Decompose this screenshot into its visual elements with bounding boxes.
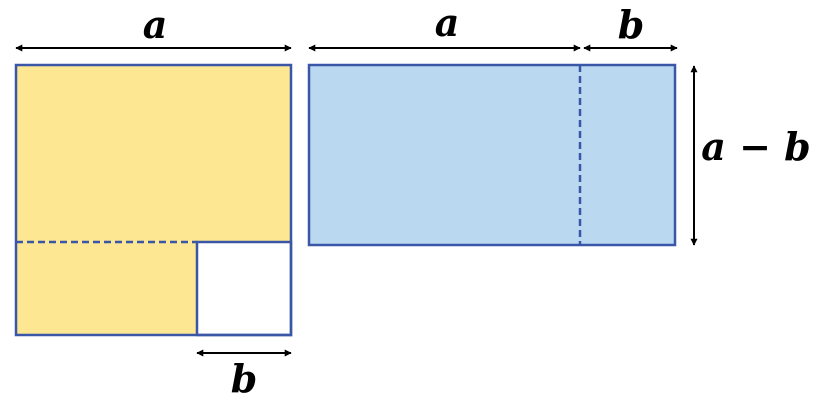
label-right-side-height: a − b	[701, 124, 811, 169]
label-right-top-width: a	[435, 0, 460, 45]
right-figure	[307, 63, 677, 247]
left-white-cutout-square	[195, 240, 293, 337]
label-left-bottom-cut: b	[231, 356, 258, 401]
right-blue-rectangle	[307, 63, 677, 247]
left-outer-border	[14, 63, 293, 337]
left-figure	[14, 63, 293, 337]
label-right-top-extra: b	[618, 2, 645, 47]
label-left-top-width: a	[143, 2, 168, 47]
